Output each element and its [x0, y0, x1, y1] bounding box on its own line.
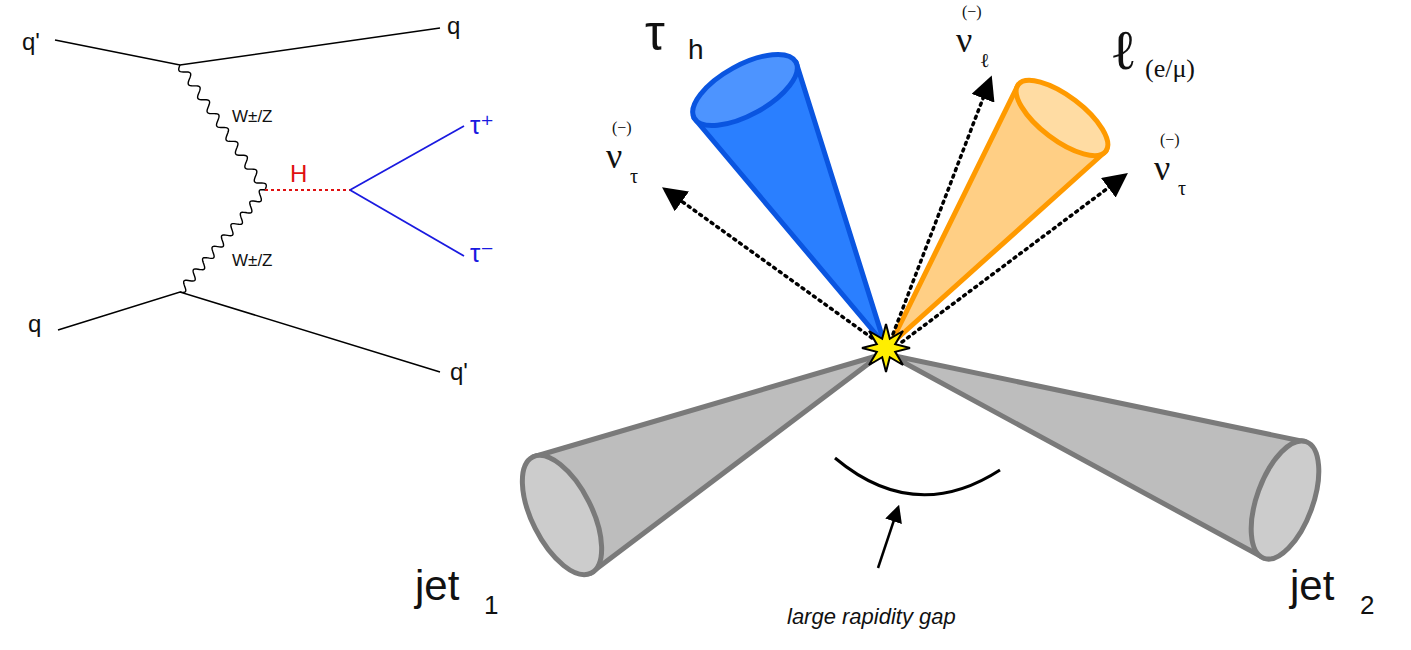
- rapidity-arc: [835, 458, 1000, 495]
- quark-label: q: [447, 14, 460, 38]
- cone-body: [890, 355, 1306, 558]
- tau-subscript: h: [688, 36, 704, 64]
- jet-label: jet: [415, 565, 459, 607]
- boson-line: [180, 190, 265, 293]
- tau-cone: [682, 40, 885, 345]
- cone-mouth: [506, 443, 618, 586]
- cone-mouth: [1005, 67, 1119, 169]
- neutrino-subscript: τ: [1178, 178, 1186, 198]
- cone-mouth: [1237, 432, 1332, 568]
- neutrino-subscript: τ: [630, 166, 638, 186]
- neutrino-symbol: ν: [956, 22, 972, 58]
- tau-symbol: τ: [645, 8, 665, 58]
- pointer-arrow: [878, 508, 898, 568]
- lepton-subscript: (e/μ): [1145, 56, 1195, 82]
- interaction-star: [862, 324, 910, 372]
- quark-label: q': [450, 360, 468, 384]
- boson-label: W±/Z: [232, 108, 272, 125]
- jet-label: jet: [1290, 565, 1334, 607]
- quark-label: q: [28, 312, 41, 336]
- quark-label: q': [22, 30, 40, 54]
- neutrino-arrow: [893, 80, 990, 334]
- antiparticle-mark: (−): [1160, 132, 1180, 148]
- tau-label: τ⁻: [470, 240, 494, 266]
- neutrino-arrow: [666, 190, 872, 338]
- feynman-diagram: [55, 28, 464, 372]
- boson-line: [179, 65, 267, 190]
- neutrino-symbol: ν: [1154, 150, 1170, 186]
- neutrino-arrow: [902, 176, 1124, 342]
- jet-index: 2: [1360, 592, 1374, 618]
- tau-line: [350, 190, 464, 256]
- boson-label: W±/Z: [232, 252, 272, 269]
- jet-cone: [890, 355, 1333, 568]
- lepton-cone: [890, 67, 1119, 345]
- tau-label: τ⁺: [470, 112, 494, 138]
- neutrino-subscript: ℓ: [980, 50, 990, 70]
- neutrino-symbol: ν: [606, 138, 622, 174]
- jet-index: 1: [484, 592, 498, 618]
- quark-line: [58, 292, 440, 372]
- higgs-line: [265, 189, 350, 191]
- antiparticle-mark: (−): [612, 120, 632, 136]
- gap-label: large rapidity gap: [787, 606, 956, 628]
- jet-cone: [506, 355, 880, 587]
- higgs-label: H: [290, 162, 307, 186]
- quark-line: [55, 28, 440, 65]
- lepton-symbol: ℓ: [1110, 22, 1137, 78]
- tau-line: [350, 126, 464, 190]
- antiparticle-mark: (−): [962, 4, 982, 20]
